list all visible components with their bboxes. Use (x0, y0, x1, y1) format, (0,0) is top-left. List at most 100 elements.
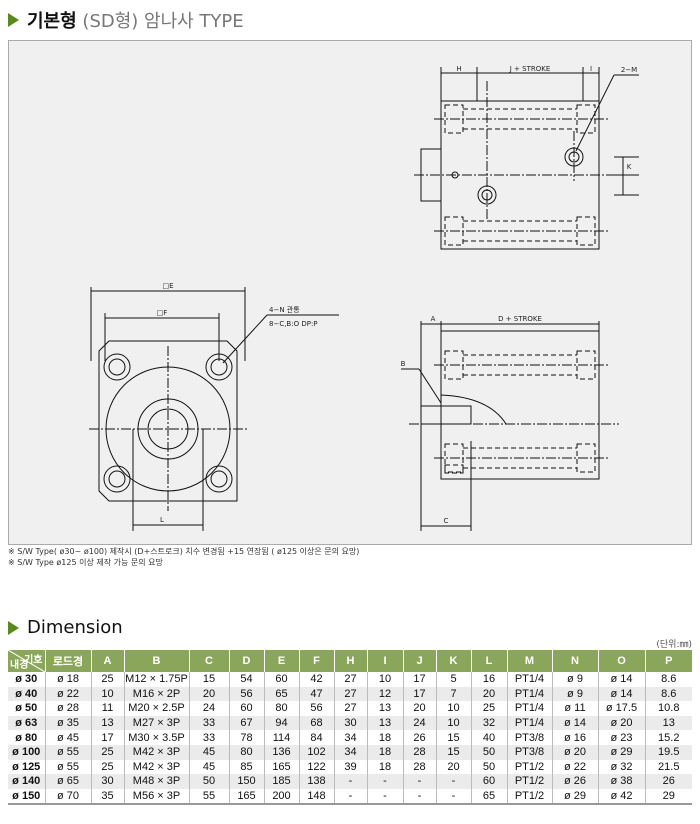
table-cell: PT1/4 (506, 701, 552, 716)
section-title-dimension: Dimension (8, 617, 123, 638)
table-cell: 94 (263, 715, 299, 731)
table-cell: M42 × 3P (123, 744, 189, 760)
table-cell: ø 55 (44, 759, 91, 775)
table-cell: 25 (90, 672, 124, 687)
label-n-note: 4−N 관통 (269, 305, 300, 314)
table-cell: 7 (435, 686, 471, 702)
table-cell: - (333, 788, 367, 806)
table-cell: 10 (435, 701, 471, 716)
table-cell: ø 20 (551, 744, 598, 760)
table-cell: 29 (644, 788, 692, 806)
table-cell: ø 18 (44, 672, 91, 687)
table-cell: 12 (366, 686, 403, 702)
column-header: 로드경 (44, 650, 91, 672)
column-header: K (435, 650, 471, 672)
table-cell: 11 (90, 701, 124, 716)
table-cell: 32 (470, 715, 507, 731)
table-cell: 33 (188, 715, 229, 731)
table-cell: 20 (470, 686, 507, 702)
label-k: K (627, 163, 632, 171)
table-cell: PT1/2 (506, 774, 552, 789)
table-cell: 17 (402, 686, 436, 702)
note: ※ S/W Type ø125 이상 제작 가능 문의 요망 (8, 558, 163, 567)
table-cell: 15 (188, 672, 229, 687)
table-cell: 16 (470, 672, 507, 687)
notes: ※ S/W Type( ø30~ ø100) 제작시 (D+스트로크) 치수 변… (8, 546, 359, 568)
table-cell: 20 (188, 686, 229, 702)
table-cell: 85 (228, 759, 264, 775)
label-c: C (444, 517, 449, 525)
table-cell: ø 9 (551, 672, 598, 687)
table-cell: M27 × 3P (123, 715, 189, 731)
label-a: A (431, 315, 436, 323)
table-cell: ø 100 (8, 744, 45, 760)
table-cell: 50 (470, 744, 507, 760)
column-header: L (470, 650, 507, 672)
table-cell: PT1/2 (506, 759, 552, 775)
table-cell: 21.5 (644, 759, 692, 775)
table-cell: 28 (402, 744, 436, 760)
table-cell: 20 (402, 701, 436, 716)
table-cell: 60 (228, 701, 264, 716)
table-cell: ø 65 (44, 774, 91, 789)
table-cell: 26 (402, 730, 436, 745)
table-cell: 30 (90, 774, 124, 789)
label-i: I (590, 65, 592, 73)
table-cell: PT1/2 (506, 788, 552, 806)
table-cell: 78 (228, 730, 264, 745)
table-cell: 18 (366, 759, 403, 775)
table-cell: 10 (366, 672, 403, 687)
table-cell: 148 (298, 788, 334, 806)
table-cell: ø 32 (597, 759, 645, 775)
table-cell: - (435, 788, 471, 806)
table-cell: ø 11 (551, 701, 598, 716)
label-2m: 2−M (621, 66, 637, 74)
table-cell: ø 42 (597, 788, 645, 806)
table-cell: 19.5 (644, 744, 692, 760)
table-cell: ø 20 (597, 715, 645, 731)
table-cell: 84 (298, 730, 334, 745)
table-cell: PT3/8 (506, 730, 552, 745)
table-cell: PT3/8 (506, 744, 552, 760)
table-cell: ø 80 (15, 731, 38, 744)
table-cell: M48 × 3P (123, 774, 189, 789)
table-cell: 33 (188, 730, 229, 745)
table-cell: 54 (228, 672, 264, 687)
table-cell: 56 (298, 701, 334, 716)
table-cell: 138 (298, 774, 334, 789)
table-cell: ø 38 (597, 774, 645, 789)
table-cell: 80 (263, 701, 299, 716)
triangle-bullet-icon (8, 13, 19, 27)
label-h: H (456, 65, 461, 73)
table-cell: ø 16 (551, 730, 598, 745)
table-cell: 24 (402, 715, 436, 731)
column-header: C (188, 650, 229, 672)
table-cell: M12 × 1.75P (123, 672, 189, 687)
column-header: J (402, 650, 436, 672)
table-cell: 15.2 (644, 730, 692, 745)
column-header: F (298, 650, 334, 672)
table-cell: 50 (188, 774, 229, 789)
table-cell: 122 (298, 759, 334, 775)
table-cell: ø 14 (597, 686, 645, 702)
table-cell: 26 (644, 774, 692, 789)
table-cell: ø 14 (551, 715, 598, 731)
table-cell: - (435, 774, 471, 789)
table-cell: 45 (188, 759, 229, 775)
table-cell: 185 (263, 774, 299, 789)
table-cell: 15 (435, 730, 471, 745)
table-cell: PT1/4 (506, 715, 552, 731)
table-cell: 25 (470, 701, 507, 716)
table-cell: 68 (298, 715, 334, 731)
corner-bottom: 내경 (10, 660, 29, 671)
table-cell: 24 (188, 701, 229, 716)
title-bold: 기본형 (27, 11, 77, 32)
table-cell: 27 (333, 672, 367, 687)
